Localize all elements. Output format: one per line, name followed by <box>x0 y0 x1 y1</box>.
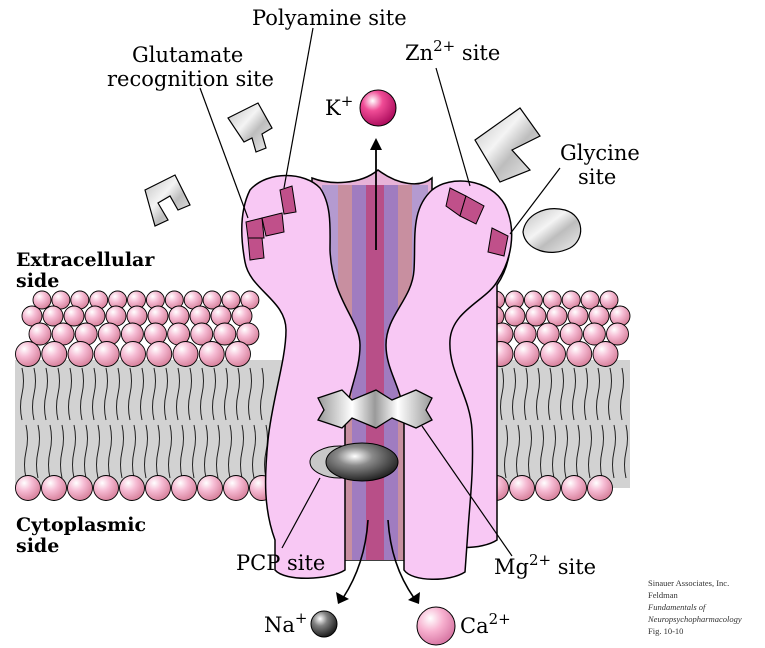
glutamate-site-notch <box>248 238 264 260</box>
phospholipid-head <box>510 476 535 501</box>
phospholipid-head <box>94 476 119 501</box>
polyamine-site-label: Polyamine site <box>252 6 407 30</box>
phospholipid-head <box>121 342 146 367</box>
phospholipid-head <box>526 306 546 326</box>
phospholipid-head <box>94 342 119 367</box>
pore-stripe <box>366 185 384 560</box>
phospholipid-head <box>536 476 561 501</box>
glycine-site-label-line2: site <box>578 165 616 189</box>
phospholipid-head <box>42 476 67 501</box>
pcp-molecule <box>326 443 398 481</box>
phospholipid-head <box>120 476 145 501</box>
credit-title-line2: Neuropsychopharmacology <box>647 614 742 624</box>
sodium-label: Na+ <box>264 609 307 637</box>
phospholipid-head <box>199 342 224 367</box>
arrow-head <box>370 138 382 150</box>
credit-figure-number: Fig. 10-10 <box>648 626 683 636</box>
phospholipid-head <box>64 306 84 326</box>
phospholipid-head <box>226 342 251 367</box>
phospholipid-head <box>593 342 618 367</box>
glutamate-site-label-line2: recognition site <box>107 67 274 91</box>
pcp-site-label: PCP site <box>236 551 325 575</box>
calcium-ion <box>417 607 455 645</box>
magnesium-site-label: Mg2+ site <box>494 551 596 579</box>
cytoplasmic-label-line2: side <box>16 535 59 557</box>
arrow-head <box>336 592 349 604</box>
glutamate-site-label-line1: Glutamate <box>132 43 243 67</box>
extracellular-label-line1: Extracellular <box>16 249 155 271</box>
phospholipid-head <box>541 342 566 367</box>
phospholipid-head <box>42 342 67 367</box>
glutamate-leader <box>200 88 248 218</box>
polyamine-leader <box>284 28 313 188</box>
phospholipid-head <box>146 476 171 501</box>
magnesium-block <box>318 390 432 428</box>
phospholipid-head <box>514 342 539 367</box>
credit-publisher: Sinauer Associates, Inc. <box>648 578 729 588</box>
cytoplasmic-label-line1: Cytoplasmic <box>16 514 146 536</box>
phospholipid-head <box>607 323 629 345</box>
credit-title-line1: Fundamentals of <box>647 602 707 612</box>
phospholipid-head <box>172 476 197 501</box>
potassium-label: K+ <box>325 92 353 120</box>
polyamine-ligand <box>228 103 272 152</box>
phospholipid-head <box>29 323 51 345</box>
phospholipid-head <box>567 342 592 367</box>
phospholipid-head <box>588 476 613 501</box>
phospholipid-head <box>173 342 198 367</box>
phospholipid-head <box>147 342 172 367</box>
phospholipid-head <box>68 476 93 501</box>
glutamate-site-notch <box>246 218 264 238</box>
phospholipid-head <box>562 476 587 501</box>
credit-author: Feldman <box>648 590 678 600</box>
phospholipid-head <box>68 342 93 367</box>
phospholipid-head <box>16 476 41 501</box>
figure-credit: Sinauer Associates, Inc. Feldman Fundame… <box>647 578 742 636</box>
glutamate-ligand <box>145 175 190 226</box>
zinc-site-label: Zn2+ site <box>405 37 500 65</box>
mg-block-shape <box>318 390 432 428</box>
glycine-site-label-line1: Glycine <box>560 141 640 165</box>
phospholipid-head <box>198 476 223 501</box>
phospholipid-head <box>224 476 249 501</box>
phospholipid-head <box>211 306 231 326</box>
zinc-leader <box>436 68 470 186</box>
phospholipid-head <box>214 323 236 345</box>
glycine-ligand <box>523 209 581 253</box>
arrow-head <box>408 592 420 604</box>
potassium-ion <box>360 90 396 126</box>
sodium-ion <box>311 611 337 637</box>
zinc-ligand <box>475 108 540 182</box>
phospholipid-head <box>16 342 41 367</box>
calcium-label: Ca2+ <box>460 610 511 638</box>
extracellular-label-line2: side <box>16 270 59 292</box>
